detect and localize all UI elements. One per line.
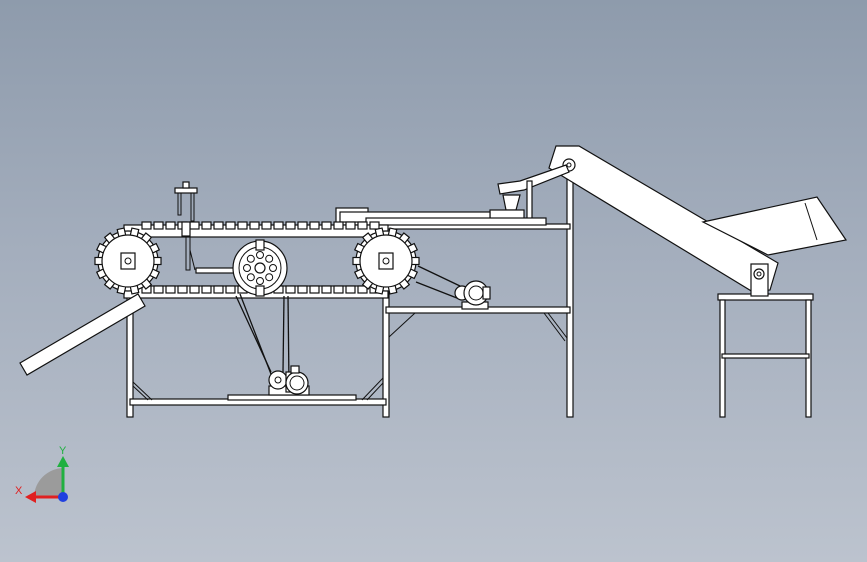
chain-links-top [141,221,380,230]
right-stand [717,293,814,418]
height-adjuster [174,181,198,271]
discharge-chute [19,293,146,376]
y-axis-label: Y [59,445,67,457]
side-motor [454,280,491,310]
drive-belts [235,265,463,388]
bottom-motor [268,365,310,396]
x-axis-label: X [15,485,23,497]
feed-hopper [335,164,570,226]
center-pulley [195,239,288,297]
left-sprocket [94,227,162,295]
inclined-conveyor [548,145,848,297]
right-sprocket [352,227,420,295]
coordinate-triad: Y X [15,445,69,503]
chain-conveyor [94,221,420,299]
